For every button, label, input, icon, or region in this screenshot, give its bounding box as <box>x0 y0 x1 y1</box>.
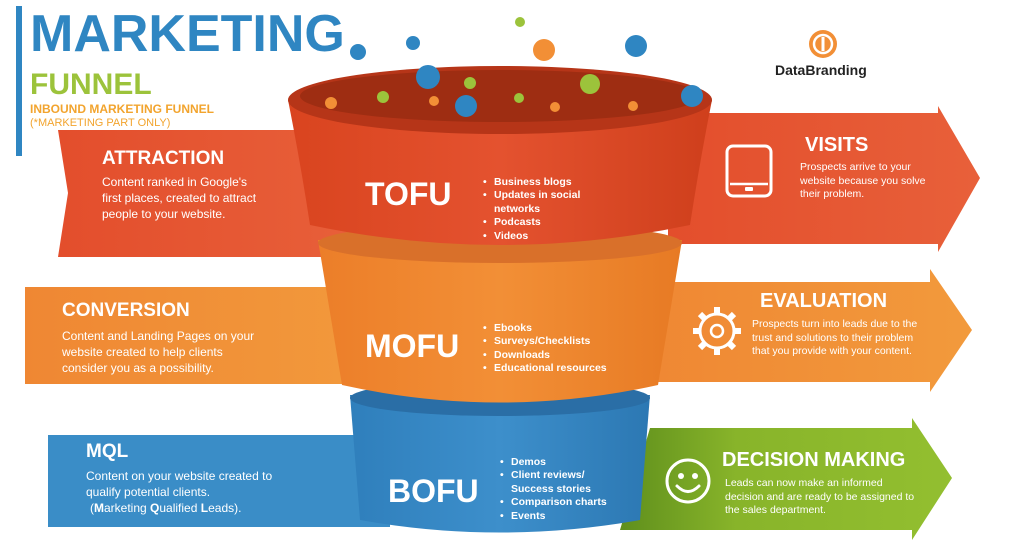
ball <box>464 77 476 89</box>
list-item: Events <box>500 510 641 524</box>
visits-desc: Prospects arrive to your website because… <box>800 161 950 202</box>
mql-text: arketing <box>104 501 151 516</box>
decision-desc-line: Leads can now make an informed <box>725 477 883 489</box>
evaluation-title: EVALUATION <box>760 290 888 312</box>
mql-arrow <box>48 435 390 527</box>
visits-title: VISITS <box>805 134 869 156</box>
evaluation-arrow <box>640 269 972 392</box>
mql-bold-letter: M <box>94 501 104 516</box>
page-subtitle: INBOUND MARKETING FUNNEL <box>30 102 214 116</box>
tofu-list: Business blogs Updates in social network… <box>480 176 624 244</box>
ball <box>628 101 638 111</box>
attraction-desc: Content ranked in Google's first places,… <box>102 174 342 223</box>
list-item: Downloads <box>483 349 644 363</box>
decision-desc-line: the sales department. <box>725 504 826 517</box>
page-title: MARKETING <box>30 5 345 63</box>
evaluation-desc: Prospects turn into leads due to the tru… <box>752 318 937 359</box>
visits-arrow <box>668 106 980 252</box>
attraction-arrow <box>58 130 370 257</box>
page-title-funnel: FUNNEL <box>30 68 152 101</box>
list-item: Success stories <box>511 483 641 496</box>
list-item: Podcasts <box>483 216 624 230</box>
mql-text: ( <box>90 501 94 516</box>
mql-title: MQL <box>86 441 129 462</box>
conversion-desc-line: Content and Landing Pages on your <box>62 329 255 343</box>
ball <box>550 102 560 112</box>
list-item: Ebooks <box>483 322 644 336</box>
evaluation-desc-line: that you provide with your content. <box>752 345 912 358</box>
lead-balls <box>325 17 703 117</box>
gear-icon <box>693 307 741 355</box>
list-item-continuation: Success stories <box>511 482 591 495</box>
visits-desc-line: Prospects arrive to your <box>800 161 911 173</box>
decision-title: DECISION MAKING <box>722 449 906 471</box>
ball <box>625 35 647 57</box>
list-item: Videos <box>483 230 624 244</box>
page-note: (*MARKETING PART ONLY) <box>30 117 171 129</box>
conversion-title: CONVERSION <box>62 300 190 321</box>
smiley-icon <box>665 458 711 504</box>
conversion-desc-line: consider you as a possibility. <box>62 361 214 376</box>
list-item: Demos <box>500 456 641 470</box>
ball <box>377 91 389 103</box>
mql-desc-line: Content on your website created to <box>86 469 273 483</box>
evaluation-desc-line: Prospects turn into leads due to the <box>752 318 918 330</box>
tofu-label: TOFU <box>365 176 452 212</box>
ball <box>455 95 477 117</box>
ball <box>580 74 600 94</box>
conversion-desc-line: website created to help clients <box>62 345 223 360</box>
databranding-logo-icon <box>809 30 837 58</box>
ball <box>514 93 524 103</box>
list-item: Comparison charts <box>500 496 641 510</box>
list-item-continuation: networks <box>494 202 541 215</box>
ball <box>325 97 337 109</box>
header-accent-bar <box>16 6 22 156</box>
decision-arrow <box>620 418 952 540</box>
mql-desc-line: (Marketing Qualified Leads). <box>86 500 376 516</box>
list-item: Surveys/Checklists <box>483 335 644 349</box>
mql-bold-letter: Q <box>150 501 160 516</box>
attraction-desc-line: people to your website. <box>102 207 226 222</box>
tablet-icon <box>725 144 773 198</box>
tofu-section <box>288 100 712 245</box>
decision-desc: Leads can now make an informed decision … <box>725 477 925 518</box>
mql-bold-letter: L <box>200 501 209 516</box>
brand-name: DataBranding <box>775 62 867 78</box>
list-item: Updates in social <box>483 189 624 203</box>
list-item: Educational resources <box>483 362 644 376</box>
bofu-label: BOFU <box>388 473 479 509</box>
mofu-label: MOFU <box>365 328 460 364</box>
decision-desc-line: decision and are ready to be assigned to <box>725 490 915 503</box>
mql-desc: Content on your website created to quali… <box>86 468 376 517</box>
ball <box>406 36 420 50</box>
visits-desc-line: website because you solve <box>800 174 926 187</box>
ball <box>515 17 525 27</box>
visits-desc-line: their problem. <box>800 188 865 201</box>
ball <box>681 85 703 107</box>
ball <box>429 96 439 106</box>
attraction-desc-line: first places, created to attract <box>102 191 257 206</box>
attraction-desc-line: Content ranked in Google's <box>102 175 248 189</box>
list-item: Business blogs <box>483 176 624 190</box>
conversion-desc: Content and Landing Pages on your websit… <box>62 328 362 377</box>
mofu-list: Ebooks Surveys/Checklists Downloads Educ… <box>480 322 644 376</box>
evaluation-desc-line: trust and solutions to their problem <box>752 331 914 344</box>
ball <box>350 44 366 60</box>
list-item: Client reviews/ <box>500 469 641 483</box>
attraction-title: ATTRACTION <box>102 148 225 169</box>
ball <box>416 65 440 89</box>
list-item: networks <box>494 203 624 216</box>
ball <box>533 39 555 61</box>
conversion-arrow <box>25 287 380 384</box>
mql-text: eads). <box>208 501 242 516</box>
mql-desc-line: qualify potential clients. <box>86 485 211 500</box>
mql-text: ualified <box>159 501 201 516</box>
funnel-mouth-inner <box>300 70 700 122</box>
bofu-list: Demos Client reviews/ Success stories Co… <box>497 456 641 524</box>
